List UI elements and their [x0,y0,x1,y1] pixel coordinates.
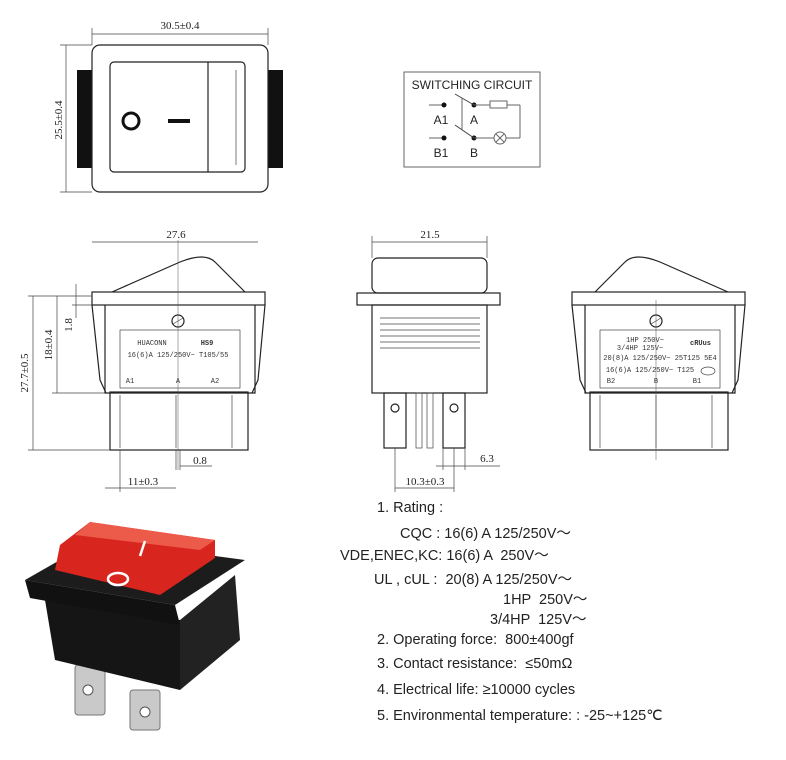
operating-force: 2. Operating force: 800±400gf [377,632,574,648]
rating-title: 1. Rating : [377,500,444,516]
terminal-a1: A1 [434,113,449,127]
width-dimension: 27.6 [166,229,186,241]
label-line: 16(6)A 125/250V~ T125 [606,367,694,375]
terminal [442,392,466,449]
side-band-right [268,70,283,168]
terminal-label: B1 [693,378,701,386]
electrical-life: 4. Electrical life: ≥10000 cycles [377,682,576,698]
environmental-temperature: 5. Environmental temperature: : -25~+125… [377,708,663,724]
terminal-label: B2 [607,378,615,386]
side-view-right: 1HP 250V~ 3/4HP 125V~ 20(8)A 125/250V~ 2… [571,256,746,460]
circuit-title: SWITCHING CIRCUIT [412,78,533,92]
side-view-left: HUACONN HS9 16(6)A 125/250V~ T105/55 A1 … [19,229,266,492]
rocker-outline [109,61,246,173]
rating-label: 16(6)A 125/250V~ T105/55 [128,352,229,360]
rating-ul-hp1: 1HP 250V～ [503,592,588,608]
height-dimension: 25.5±0.4 [53,100,65,140]
label-line: 3/4HP 125V~ [617,345,663,353]
terminal-pitch-dimension: 11±0.3 [128,476,159,488]
top-view: 30.5±0.4 25.5±0.4 [53,20,283,193]
label-line: 1HP 250V~ [626,337,664,345]
width-dimension: 30.5±0.4 [160,20,200,32]
side-band-left [77,70,92,168]
cqc-mark-icon [700,366,716,376]
width-dimension: 21.5 [420,229,440,241]
rating-cqc: CQC : 16(6) A 125/250V～ [400,526,571,542]
overall-height-dimension: 27.7±0.5 [19,353,31,393]
switching-circuit: SWITCHING CIRCUIT A1 A B1 B [403,71,541,168]
pitch-dimension: 10.3±0.3 [405,476,445,488]
on-symbol-icon [168,119,190,123]
off-symbol-icon [106,571,130,587]
frame-outline [91,44,269,193]
body-height-dimension: 18±0.4 [43,329,55,360]
rating-vde: VDE,ENEC,KC: 16(6) A 250V～ [340,548,549,564]
ul-mark-icon: cRUus [690,340,711,348]
terminal-thickness-dimension: 0.8 [193,455,207,467]
terminal-label: A [176,378,181,386]
terminal-b: B [470,146,478,160]
contact-resistance: 3. Contact resistance: ≤50mΩ [377,656,573,672]
terminal-label: A2 [211,378,219,386]
front-view: 21.5 10.3±0.3 6.3 [356,229,501,492]
brand-label: HUACONN [137,340,166,348]
flange-dimension: 1.8 [63,318,75,332]
terminal-label: B [654,378,658,386]
model-label: HS9 [201,340,214,348]
off-symbol-icon [121,111,141,131]
on-symbol-icon [138,540,147,557]
rating-ul: UL , cUL : 20(8) A 125/250V～ [374,572,573,588]
rating-ul-hp2: 3/4HP 125V～ [490,612,587,628]
terminal-b1: B1 [434,146,449,160]
terminal-width-dimension: 6.3 [480,453,494,465]
label-line: 20(8)A 125/250V~ 25T125 5E4 [603,355,716,363]
terminal [383,392,407,449]
product-photo [25,522,245,731]
terminal-label: A1 [126,378,134,386]
terminal-a: A [470,113,478,127]
